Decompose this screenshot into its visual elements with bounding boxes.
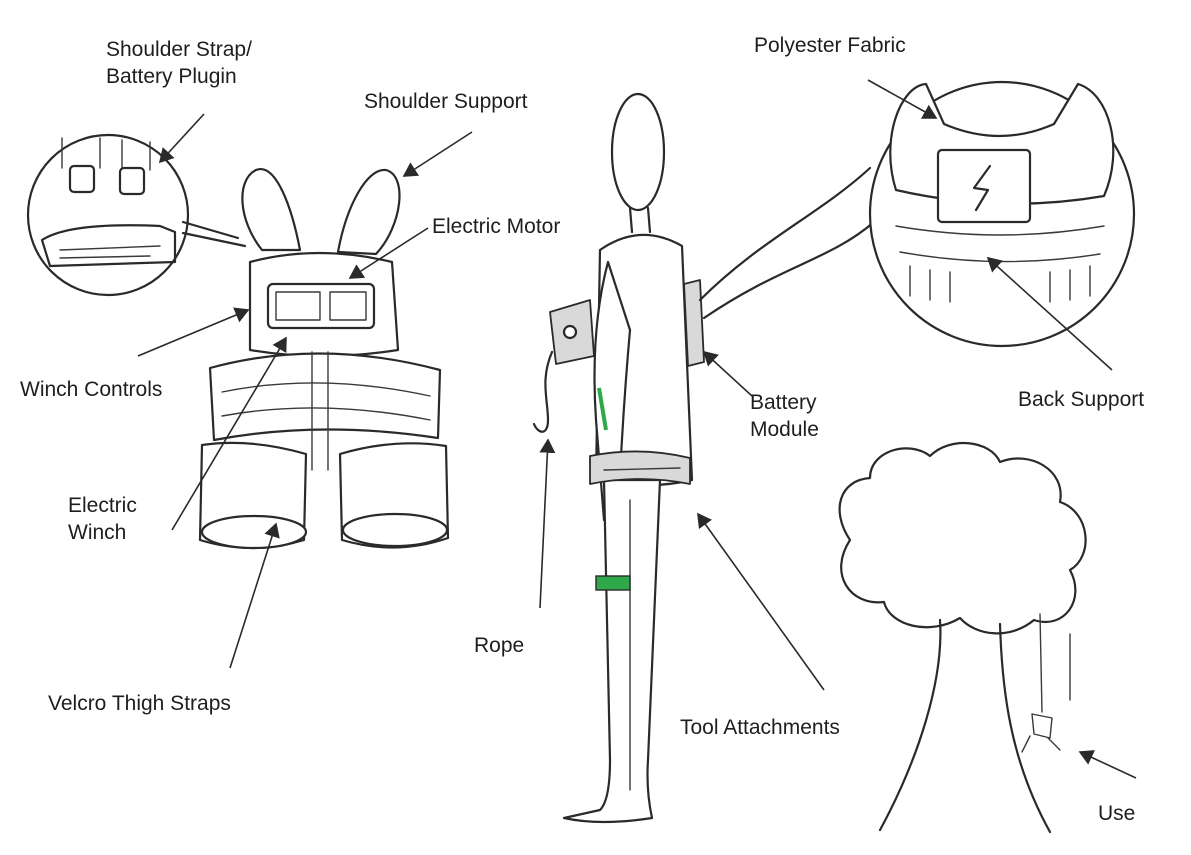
strap-detail-callout [28,135,245,295]
label-battery-module: Battery Module [750,389,819,443]
label-polyester-fabric: Polyester Fabric [754,32,906,59]
label-use: Use [1098,800,1135,827]
label-back-support: Back Support [1018,386,1144,413]
label-electric-motor: Electric Motor [432,213,560,240]
back-detail-callout [870,82,1134,346]
harness-front-view [200,169,448,548]
label-shoulder-strap-line1: Shoulder Strap/ [106,36,252,63]
label-electric-winch-line1: Electric [68,492,137,519]
label-velcro-thigh-straps: Velcro Thigh Straps [48,690,231,717]
label-shoulder-strap-line2: Battery Plugin [106,63,252,90]
mannequin-side-view [534,94,874,822]
label-battery-module-line2: Module [750,416,819,443]
label-winch-controls: Winch Controls [20,376,162,403]
label-electric-winch: Electric Winch [68,492,137,546]
label-battery-module-line1: Battery [750,389,819,416]
tree-use-sketch [840,443,1086,832]
label-shoulder-strap: Shoulder Strap/ Battery Plugin [106,36,252,90]
label-tool-attachments: Tool Attachments [680,714,840,741]
label-electric-winch-line2: Winch [68,519,137,546]
label-rope: Rope [474,632,524,659]
label-shoulder-support: Shoulder Support [364,88,527,115]
